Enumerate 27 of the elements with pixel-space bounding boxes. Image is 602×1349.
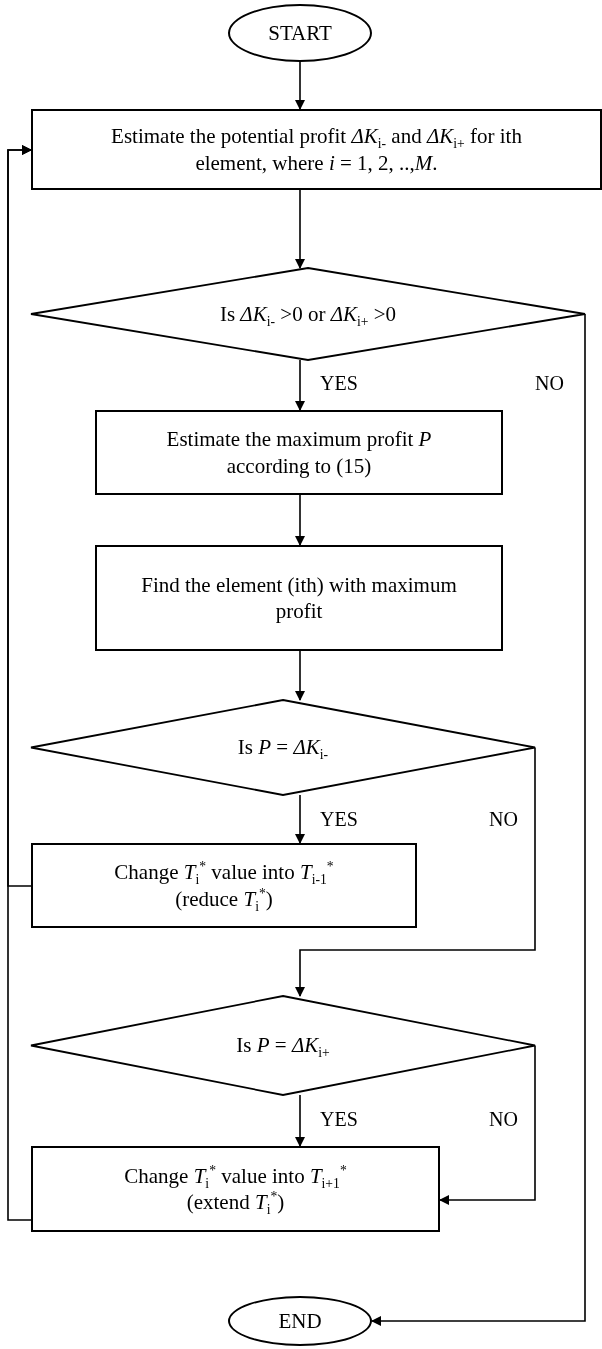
arrow [295,494,305,546]
node-text: Find the element (ith) with maximum profit [140,571,458,625]
arrow [295,61,305,110]
node-text: END [278,1307,322,1335]
process-box [31,109,602,190]
arrow [295,650,305,701]
node-text: Is P = ΔK$_{i+}$ [236,1032,330,1059]
node-text: START [268,19,332,47]
decision-diamond [31,268,585,360]
arrow [7,145,32,1221]
arrow [371,313,586,1326]
decision-diamond [31,700,535,795]
process-box [31,843,417,928]
process-box [95,545,503,651]
node-text: Estimate the potential profit ΔK$_{i-}$ and ΔK$_{i+}$ for ith element, where i = 1, 2, ..,M. [110,123,523,176]
node-text: Is P = ΔK$_{i-}$ [237,734,329,761]
arrow [295,359,305,411]
process-box [95,410,503,495]
arrow [295,189,305,269]
arrow [439,1044,536,1205]
node-text: Is ΔK$_{i-}$ >0 or ΔK$_{i+}$ >0 [219,300,397,328]
node-text: Estimate the maximum profit P according to (15) [165,426,433,479]
arrow [295,1094,305,1147]
process-box [31,1146,440,1232]
arrow [295,794,305,844]
decision-diamond [31,996,535,1095]
arrow [295,746,536,997]
